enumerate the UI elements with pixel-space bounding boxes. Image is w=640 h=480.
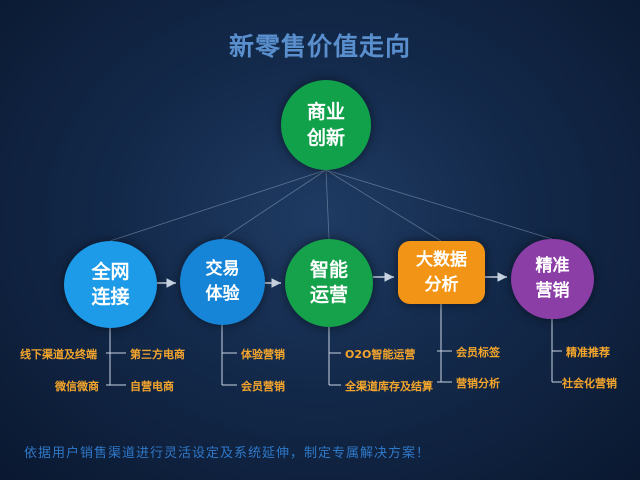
node-label-line1: 精准 [535, 256, 570, 276]
diagram-title: 新零售价值走向 [228, 32, 411, 61]
node-label-line2: 营销 [535, 281, 570, 301]
node-label-line1: 全网 [91, 260, 130, 283]
precision-marketing-node: 精准营销 [511, 239, 594, 319]
subitem-own-ecommerce: 自营电商 [130, 380, 174, 393]
subitem-marketing-analysis: 营销分析 [456, 377, 500, 390]
subitem-member-tags: 会员标签 [456, 346, 500, 359]
node-label-line1: 智能 [309, 259, 348, 281]
subitem-experience-marketing: 体验营销 [241, 348, 285, 361]
transaction-experience-node: 交易体验 [180, 239, 265, 325]
node-label-line2: 创新 [306, 127, 345, 149]
footer-note: 依据用户销售渠道进行灵活设定及系统延伸，制定专属解决方案！ [24, 446, 431, 461]
fan-line-5 [325, 169, 553, 240]
subitem-social-marketing: 社会化营销 [562, 377, 617, 390]
business-innovation-node: 商业创新 [281, 80, 371, 170]
subitem-precision-recommendation: 精准推荐 [566, 346, 610, 359]
fan-line-2 [221, 169, 327, 240]
subitem-o2o-operation: O2O智能运营 [345, 348, 416, 361]
node-label-line1: 交易 [205, 259, 240, 279]
node-label-line1: 商业 [306, 101, 345, 123]
subitem-third-party-ecommerce: 第三方电商 [130, 348, 185, 361]
fan-line-4 [325, 169, 442, 242]
fan-line-3 [325, 169, 330, 240]
node-label-line1: 大数据 [416, 249, 467, 270]
node-label-line2: 分析 [424, 274, 459, 295]
big-data-analysis-node: 大数据分析 [398, 241, 485, 304]
network-connection-node: 全网连接 [64, 241, 157, 328]
subitem-offline-channels: 线下渠道及终端 [20, 348, 97, 361]
fan-line-1 [109, 169, 327, 242]
subitem-omnichannel-inventory: 全渠道库存及结算 [345, 380, 433, 393]
node-label-line2: 连接 [91, 285, 130, 308]
node-label-line2: 运营 [309, 284, 348, 306]
smart-operation-node: 智能运营 [285, 239, 373, 327]
subitem-wechat: 微信微商 [55, 380, 99, 393]
subitem-member-marketing: 会员营销 [241, 380, 285, 393]
node-label-line2: 体验 [205, 284, 240, 304]
